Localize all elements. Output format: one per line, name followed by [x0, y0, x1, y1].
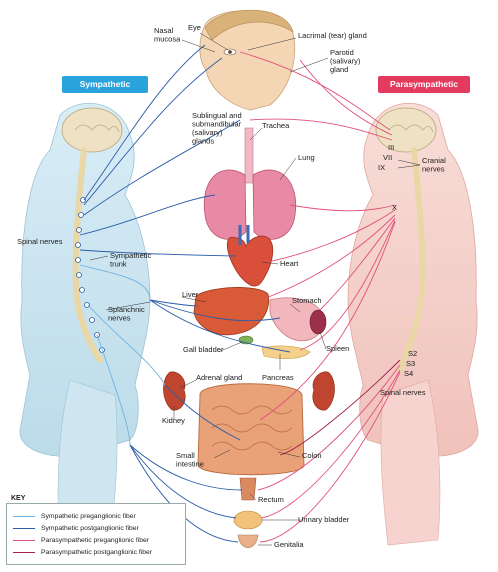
label-urinary-bladder: Urinary bladder [298, 515, 350, 524]
kidney-left-illustration [163, 371, 186, 411]
label-spleen: Spleen [326, 344, 349, 353]
sympathetic-chain [75, 197, 105, 353]
label-parotid-gland: Parotid(salivary)gland [330, 48, 361, 74]
genitalia-illustration [237, 534, 259, 549]
label-cn-x: X [392, 203, 397, 212]
key-swatch [13, 515, 35, 517]
label-adrenal-gland: Adrenal gland [196, 373, 242, 382]
label-lung: Lung [298, 153, 315, 162]
legend-key: KEY Sympathetic preganglionic fiber Symp… [6, 495, 186, 565]
label-cn-vii: VII [383, 153, 392, 162]
label-eye: Eye [188, 23, 201, 32]
label-s4: S4 [404, 369, 413, 378]
label-cn-iii: III [388, 143, 394, 152]
label-s2: S2 [408, 349, 417, 358]
label-liver: Liver [182, 290, 199, 299]
urinary-bladder-illustration [233, 510, 263, 530]
heart-illustration [226, 235, 274, 287]
leader-lines [89, 32, 421, 546]
label-genitalia: Genitalia [274, 540, 304, 549]
sympathetic-body [19, 102, 151, 546]
parasympathetic-header: Parasympathetic [378, 76, 470, 93]
key-item: Sympathetic postganglionic fiber [13, 525, 139, 532]
label-cn-ix: IX [378, 163, 385, 172]
lungs-illustration [203, 127, 297, 240]
label-pancreas: Pancreas [262, 373, 294, 382]
liver-illustration [193, 287, 270, 336]
key-swatch [13, 539, 35, 541]
parasympathetic-fibers [239, 51, 401, 543]
sympathetic-header: Sympathetic [62, 76, 148, 93]
spleen-illustration [309, 309, 327, 335]
kidney-right-illustration [312, 371, 335, 411]
key-swatch [13, 551, 35, 553]
label-gall-bladder: Gall bladder [183, 345, 224, 354]
label-s3: S3 [406, 359, 415, 368]
parasympathetic-body [347, 102, 479, 546]
label-trachea: Trachea [262, 121, 290, 130]
label-spinal-nerves-right: Spinal nerves [380, 388, 426, 397]
label-colon: Colon [302, 451, 322, 460]
sympathetic-fibers [79, 44, 291, 543]
key-item: Sympathetic preganglionic fiber [13, 513, 136, 520]
key-item: Parasympathetic preganglionic fiber [13, 537, 149, 544]
label-rectum: Rectum [258, 495, 284, 504]
stomach-illustration [269, 297, 325, 342]
head-illustration [199, 9, 296, 111]
label-spinal-nerves-left: Spinal nerves [17, 237, 63, 246]
label-kidney: Kidney [162, 416, 185, 425]
key-item: Parasympathetic postganglionic fiber [13, 549, 152, 556]
intestines-illustration [197, 383, 305, 476]
rectum-illustration [239, 477, 257, 501]
key-title: KEY [9, 495, 28, 502]
label-stomach: Stomach [292, 296, 322, 305]
label-lacrimal-gland: Lacrimal (tear) gland [298, 31, 367, 40]
key-swatch [13, 527, 35, 529]
label-heart: Heart [280, 259, 299, 268]
